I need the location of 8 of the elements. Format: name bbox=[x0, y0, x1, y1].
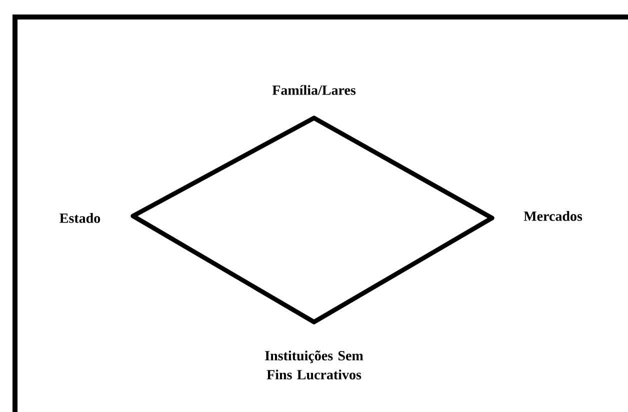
node-label: Estado bbox=[60, 213, 100, 223]
node-label: Instituições Sem Fins Lucrativos bbox=[265, 350, 364, 380]
line bbox=[130, 116, 316, 218]
node-label: Família/Lares bbox=[272, 85, 356, 95]
line bbox=[130, 214, 316, 324]
line bbox=[312, 216, 494, 324]
node-label: Mercados bbox=[524, 211, 582, 221]
line bbox=[312, 116, 494, 220]
